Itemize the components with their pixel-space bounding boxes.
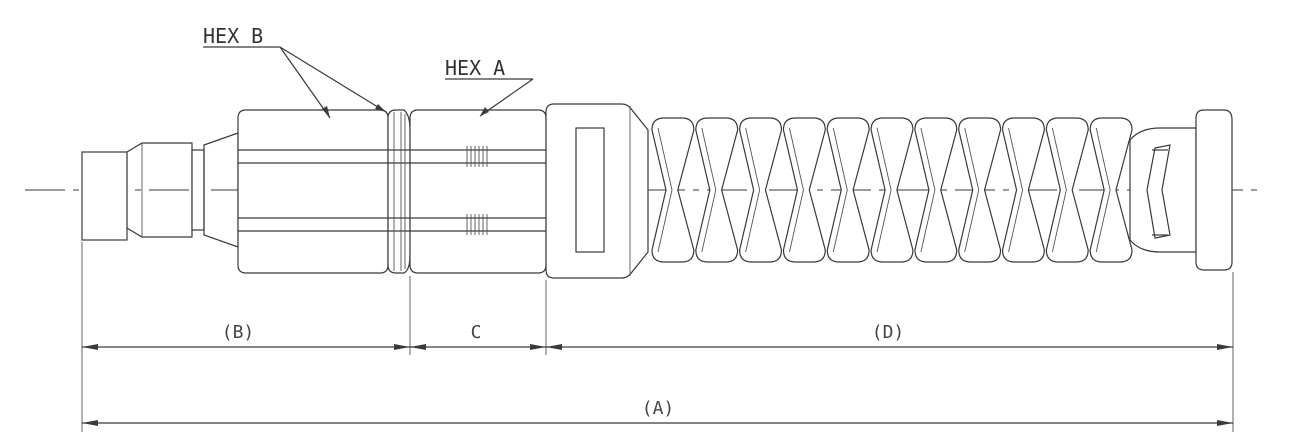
hose-convolution-inner <box>789 127 804 253</box>
hex-a-label: HEX A <box>445 56 505 80</box>
hex-b-label: HEX B <box>203 24 263 48</box>
hose-convolution-inner <box>657 127 673 253</box>
hose-convolution-inner <box>920 127 936 253</box>
corrugated-hose <box>651 117 1133 263</box>
hose-convolution-inner <box>876 127 892 253</box>
dimension-row-2 <box>82 420 1233 426</box>
hose-convolution-inner <box>745 127 761 253</box>
hose-convolution <box>958 117 1002 263</box>
hex-b-body <box>237 109 389 274</box>
hose-convolution-inner <box>1095 127 1111 253</box>
hose-convolution <box>651 117 695 263</box>
hose-convolution <box>1045 117 1089 263</box>
hose-convolution <box>1089 117 1133 263</box>
dim-c-label: C <box>471 322 482 343</box>
end-fitting <box>1129 109 1233 271</box>
hose-convolution <box>870 117 914 263</box>
ring-set <box>387 109 411 274</box>
hose-convolution <box>1001 117 1045 263</box>
hose-convolution-inner <box>832 127 848 253</box>
plug-nipple <box>81 132 239 248</box>
extension-lines <box>81 242 1234 432</box>
hose-convolution-inner <box>964 127 980 253</box>
crimp-ferrule <box>545 103 649 279</box>
hose-convolution <box>739 117 783 263</box>
hose-convolution <box>914 117 958 263</box>
hose-convolution-inner <box>1051 127 1067 253</box>
dimension-row-1 <box>82 344 1233 350</box>
dim-d-label: (D) <box>872 322 905 343</box>
hose-convolution-inner <box>701 127 717 253</box>
hose-convolution <box>695 117 739 263</box>
dim-a-label: (A) <box>642 398 675 419</box>
hose-convolution <box>782 117 826 263</box>
leader-lines <box>203 46 534 119</box>
dim-b-label: (B) <box>222 322 255 343</box>
hose-convolution-inner <box>1008 127 1024 253</box>
hex-a-body <box>409 109 547 274</box>
hose-convolution <box>826 117 870 263</box>
